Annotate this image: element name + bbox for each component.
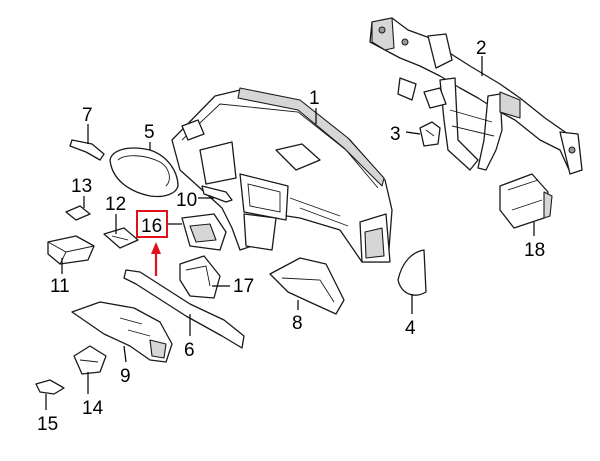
part-4-side-cover (397, 249, 427, 296)
callout-8: 8 (292, 313, 303, 334)
callout-10: 10 (176, 190, 197, 211)
part-13-cover (65, 205, 91, 221)
part-15-clip (35, 379, 65, 395)
part-3-bracket (419, 121, 441, 147)
part-10-bracket (201, 185, 233, 203)
part-14-bracket (73, 345, 107, 375)
callout-2: 2 (476, 38, 487, 59)
part-16-housing (181, 213, 227, 251)
callout-4: 4 (405, 318, 416, 339)
callout-9: 9 (120, 366, 131, 387)
callout-14: 14 (82, 398, 104, 419)
callout-7: 7 (82, 105, 93, 126)
part-12-panel (103, 227, 139, 249)
part-7-clip (69, 139, 105, 161)
part-17-bracket (179, 255, 221, 299)
part-1-instrument-panel (171, 87, 393, 263)
leader-lines (45, 56, 535, 410)
part-2-crossmember (369, 17, 583, 175)
part-5-meter-hood (109, 147, 179, 198)
callout-3: 3 (390, 124, 401, 145)
callout-16-highlight (136, 210, 168, 276)
callout-5: 5 (144, 122, 155, 143)
callout-11: 11 (50, 276, 70, 297)
part-6-reinforcement (123, 269, 245, 349)
callout-18: 18 (524, 240, 545, 261)
part-9-under-cover (71, 301, 173, 363)
callout-15: 15 (37, 414, 58, 435)
callout-1: 1 (309, 88, 320, 109)
part-8-lower-panel (269, 257, 345, 315)
callout-13: 13 (71, 176, 92, 197)
callout-6: 6 (184, 340, 195, 361)
callout-17: 17 (233, 276, 254, 297)
part-18-airbag-module (499, 173, 553, 229)
part-11-box (47, 235, 95, 265)
callout-12: 12 (105, 194, 126, 215)
callout-16: 16 (141, 216, 162, 237)
